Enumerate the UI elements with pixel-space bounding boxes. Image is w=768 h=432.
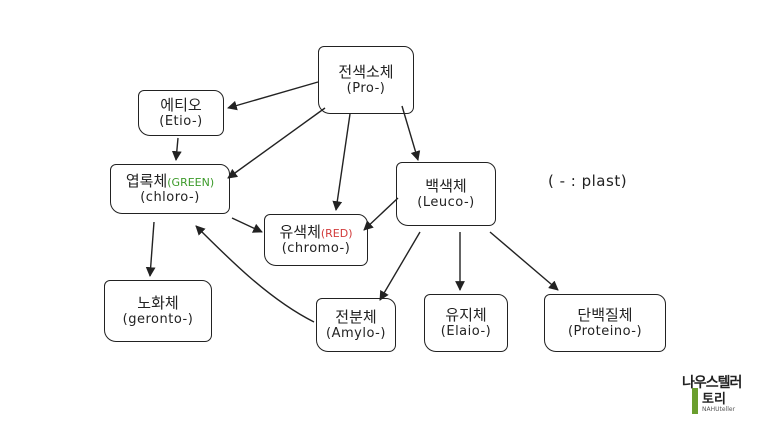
arrow-pro-to-etio	[227, 81, 319, 111]
arrow-pro-to-chromo	[332, 113, 351, 211]
arrow-pro-to-leuco	[401, 105, 421, 161]
green-tag: (GREEN)	[167, 175, 215, 189]
node-proplastid: 전색소체 (Pro-)	[318, 46, 414, 114]
label-ko-text: 엽록체	[125, 171, 168, 190]
node-chromoplast: 유색체(RED) (chromo-)	[264, 214, 368, 266]
node-leucoplast: 백색체 (Leuco-)	[396, 162, 496, 226]
logo-text: 나우스텔러	[682, 375, 742, 391]
logo-subtext: NAHUteller	[702, 406, 736, 413]
arrow-chloro-to-geronto	[145, 221, 156, 277]
label-ko: 백색체	[425, 176, 467, 195]
label-latin: (chloro-)	[140, 190, 200, 206]
arrow-etio-to-chloro	[171, 137, 182, 161]
label-latin: (geronto-)	[122, 312, 194, 328]
label-latin: (Pro-)	[346, 81, 386, 97]
label-ko: 노화체	[137, 293, 179, 312]
node-etioplast: 에티오 (Etio-)	[138, 90, 224, 136]
arrow-leuco-to-chromo	[363, 197, 399, 231]
logo-bar	[692, 388, 698, 414]
label-ko-text: 유색체	[279, 222, 321, 241]
logo-text2: 토리	[702, 392, 726, 407]
label-ko: 엽록체(GREEN)	[126, 172, 214, 191]
label-latin: (Amylo-)	[326, 326, 386, 342]
node-chloroplast: 엽록체(GREEN) (chloro-)	[110, 164, 230, 214]
plast-legend-note: ( - : plast)	[548, 172, 628, 190]
red-tag: (RED)	[320, 226, 353, 240]
node-proteinoplast: 단백질체 (Proteino-)	[544, 294, 666, 352]
arrow-amylo-to-chloro	[195, 225, 315, 323]
arrow-leuco-to-proteino	[489, 231, 559, 291]
arrow-leuco-to-amylo	[379, 231, 421, 301]
label-latin: (Proteino-)	[567, 324, 643, 340]
label-ko: 전분체	[335, 307, 377, 326]
node-amyloplast: 전분체 (Amylo-)	[316, 298, 396, 352]
label-latin: (chromo-)	[281, 241, 351, 257]
arrow-pro-to-chloro	[227, 107, 326, 179]
arrow-chloro-to-chromo	[231, 217, 263, 233]
label-latin: (Etio-)	[159, 114, 203, 130]
label-ko: 전색소체	[338, 62, 394, 81]
node-elaioplast: 유지체 (Elaio-)	[424, 294, 508, 352]
label-ko: 유색체(RED)	[279, 223, 352, 242]
label-ko: 유지체	[445, 305, 487, 324]
node-gerontoplast: 노화체 (geronto-)	[104, 280, 212, 342]
label-ko: 에티오	[160, 95, 202, 114]
label-latin: (Elaio-)	[440, 324, 492, 340]
nau-storyteller-logo: 나우스텔러 토리 NAHUteller	[678, 368, 742, 416]
label-ko: 단백질체	[577, 305, 633, 324]
label-latin: (Leuco-)	[417, 195, 475, 211]
